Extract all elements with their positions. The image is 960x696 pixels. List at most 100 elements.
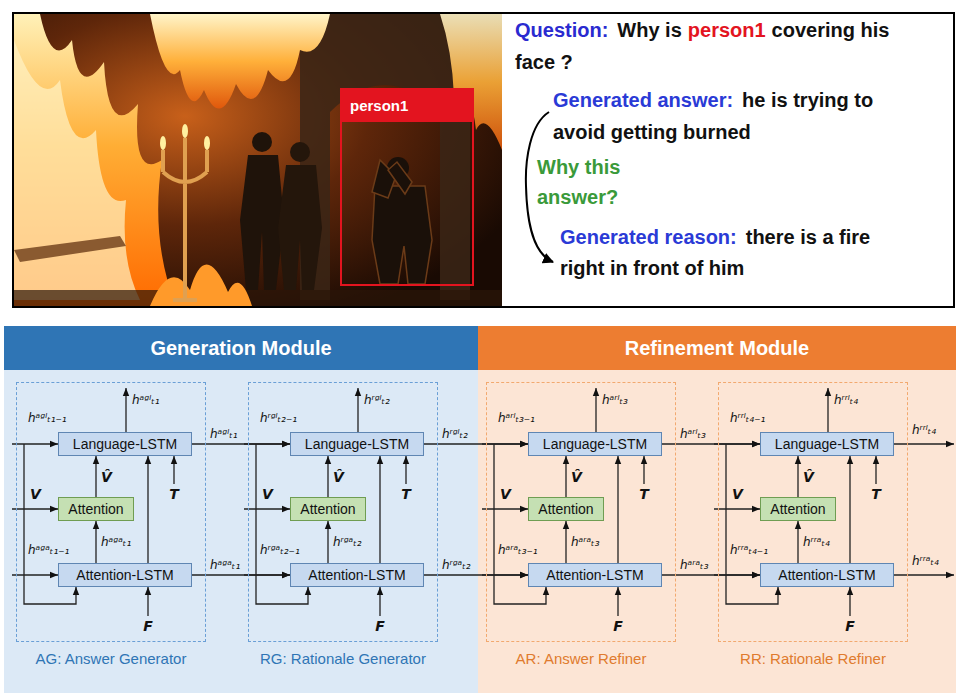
- data-flow-arrow: [192, 443, 290, 444]
- group-label: AG: Answer Generator: [16, 650, 206, 667]
- math-label: hᵃᵍˡₜ₁₋₁: [28, 410, 67, 426]
- math-label: hʳᵍˡₜ₂: [364, 392, 390, 408]
- signal-wire: [643, 456, 644, 484]
- data-flow-arrow: [424, 443, 528, 444]
- signal-wire: [173, 456, 174, 484]
- edge-label: hʳᵍᵃₜ₂: [333, 534, 362, 550]
- attention-box: Attention: [528, 497, 604, 521]
- flame: [150, 14, 330, 109]
- data-flow-arrow: [95, 521, 96, 563]
- figure: [388, 162, 412, 194]
- math-label: F: [613, 618, 623, 634]
- math-label: F: [143, 618, 153, 634]
- math-label: V: [30, 486, 41, 502]
- text-block: Generated answer:he is trying to avoid g…: [553, 84, 913, 148]
- figure: [240, 155, 284, 290]
- module-panel: Language-LSTM AttentionAttention-LSTM AG: …: [4, 326, 478, 693]
- caption-text: Generated answer:: [553, 89, 733, 111]
- bounding-box: person1: [340, 88, 474, 286]
- math-label: V: [262, 486, 273, 502]
- lstm-box: Attention-LSTM: [58, 563, 192, 587]
- math-label: F: [375, 618, 385, 634]
- module-title: Generation Module: [4, 326, 478, 370]
- candle-flame: [160, 136, 166, 150]
- signal-wire: [405, 456, 406, 484]
- math-label: hʳʳˡₜ₄₋₁: [730, 410, 765, 426]
- edge-label: hᵃᵍᵃₜ₁: [101, 534, 131, 550]
- lstm-box: Language-LSTM: [290, 432, 424, 456]
- figure: [290, 142, 310, 162]
- math-label: hʳʳˡₜ₄: [834, 392, 858, 408]
- math-label: T: [169, 486, 179, 502]
- group-label: RR: Rationale Refiner: [718, 650, 908, 667]
- data-flow-arrow: [327, 521, 328, 563]
- signal-wire: [12, 508, 58, 509]
- box-label: Attention: [770, 501, 825, 517]
- math-label: hᵃʳᵃₜ₃₋₁: [498, 542, 538, 558]
- math-label: hᵃʳˡₜ₃: [602, 392, 628, 408]
- lstm-box: Language-LSTM: [760, 432, 894, 456]
- edge-label: hʳᵍᵃₜ₂: [442, 557, 471, 573]
- math-label: hʳʳˡₜ₄: [912, 422, 936, 438]
- edge-label: hᵃʳᵃₜ₃: [680, 557, 708, 573]
- box-label: Language-LSTM: [73, 436, 177, 452]
- edge-label: V̂: [333, 469, 344, 485]
- attention-box: Attention: [290, 497, 366, 521]
- box-label: Language-LSTM: [543, 436, 647, 452]
- edge-label: hᵃʳˡₜ₃: [680, 426, 706, 442]
- data-flow-arrow: [662, 574, 760, 575]
- text-block: Question:Why isperson1covering his face …: [515, 14, 915, 78]
- edge-label: V̂: [803, 469, 814, 485]
- math-label: hᵃᵍᵃₜ₁₋₁: [28, 542, 69, 558]
- edge-label: V̂: [571, 469, 582, 485]
- signal-wire: [849, 587, 850, 616]
- edge-label: hʳᵍˡₜ₂: [442, 426, 468, 442]
- signal-wire: [147, 587, 148, 616]
- floor: [14, 290, 502, 306]
- flame: [440, 14, 502, 150]
- box-label: Language-LSTM: [305, 436, 409, 452]
- edge-label: hʳʳᵃₜ₄: [803, 534, 830, 550]
- figure: [372, 186, 432, 284]
- candelabra: [163, 138, 207, 300]
- lstm-box: Language-LSTM: [58, 432, 192, 456]
- module-title: Refinement Module: [478, 326, 956, 370]
- box-label: Language-LSTM: [775, 436, 879, 452]
- flame: [150, 264, 252, 306]
- edge-label: hᵃʳᵃₜ₃: [571, 534, 599, 550]
- plank: [14, 236, 126, 262]
- signal-wire: [357, 388, 358, 432]
- signal-wire: [894, 574, 954, 575]
- math-label: hᵃᵍˡₜ₁: [132, 392, 160, 408]
- candle-flame: [182, 124, 188, 138]
- panel-ground: [4, 326, 478, 693]
- text-block: Why this answer?: [537, 152, 637, 212]
- edge-label: hᵃᵍˡₜ₁: [210, 426, 238, 442]
- caption-text: Question:: [515, 19, 608, 41]
- data-flow-arrow: [192, 574, 290, 575]
- caption-text: Why is: [617, 19, 681, 41]
- signal-wire: [379, 587, 380, 616]
- figure-panel: person1Question:Why isperson1covering hi…: [12, 12, 955, 308]
- math-label: V: [732, 486, 743, 502]
- signal-wire: [482, 508, 528, 509]
- box-label: Attention-LSTM: [308, 567, 405, 583]
- edge-label: hᵃᵍᵃₜ₁: [210, 557, 240, 573]
- attention-box: Attention: [58, 497, 134, 521]
- signal-wire: [12, 574, 58, 575]
- text-block: Generated reason:there is a fire right i…: [560, 222, 905, 284]
- box-label: Attention-LSTM: [546, 567, 643, 583]
- data-flow-arrow: [565, 521, 566, 563]
- attention-box: Attention: [760, 497, 836, 521]
- signal-wire: [244, 508, 290, 509]
- box-label: Attention-LSTM: [76, 567, 173, 583]
- signal-wire: [617, 587, 618, 616]
- data-flow-arrow: [95, 456, 96, 497]
- box-label: Attention-LSTM: [778, 567, 875, 583]
- math-label: hʳʳᵃₜ₄₋₁: [730, 542, 768, 558]
- math-label: hʳʳᵃₜ₄: [912, 553, 939, 569]
- object-tag: person1: [342, 90, 472, 122]
- math-label: F: [845, 618, 855, 634]
- data-flow-arrow: [565, 456, 566, 497]
